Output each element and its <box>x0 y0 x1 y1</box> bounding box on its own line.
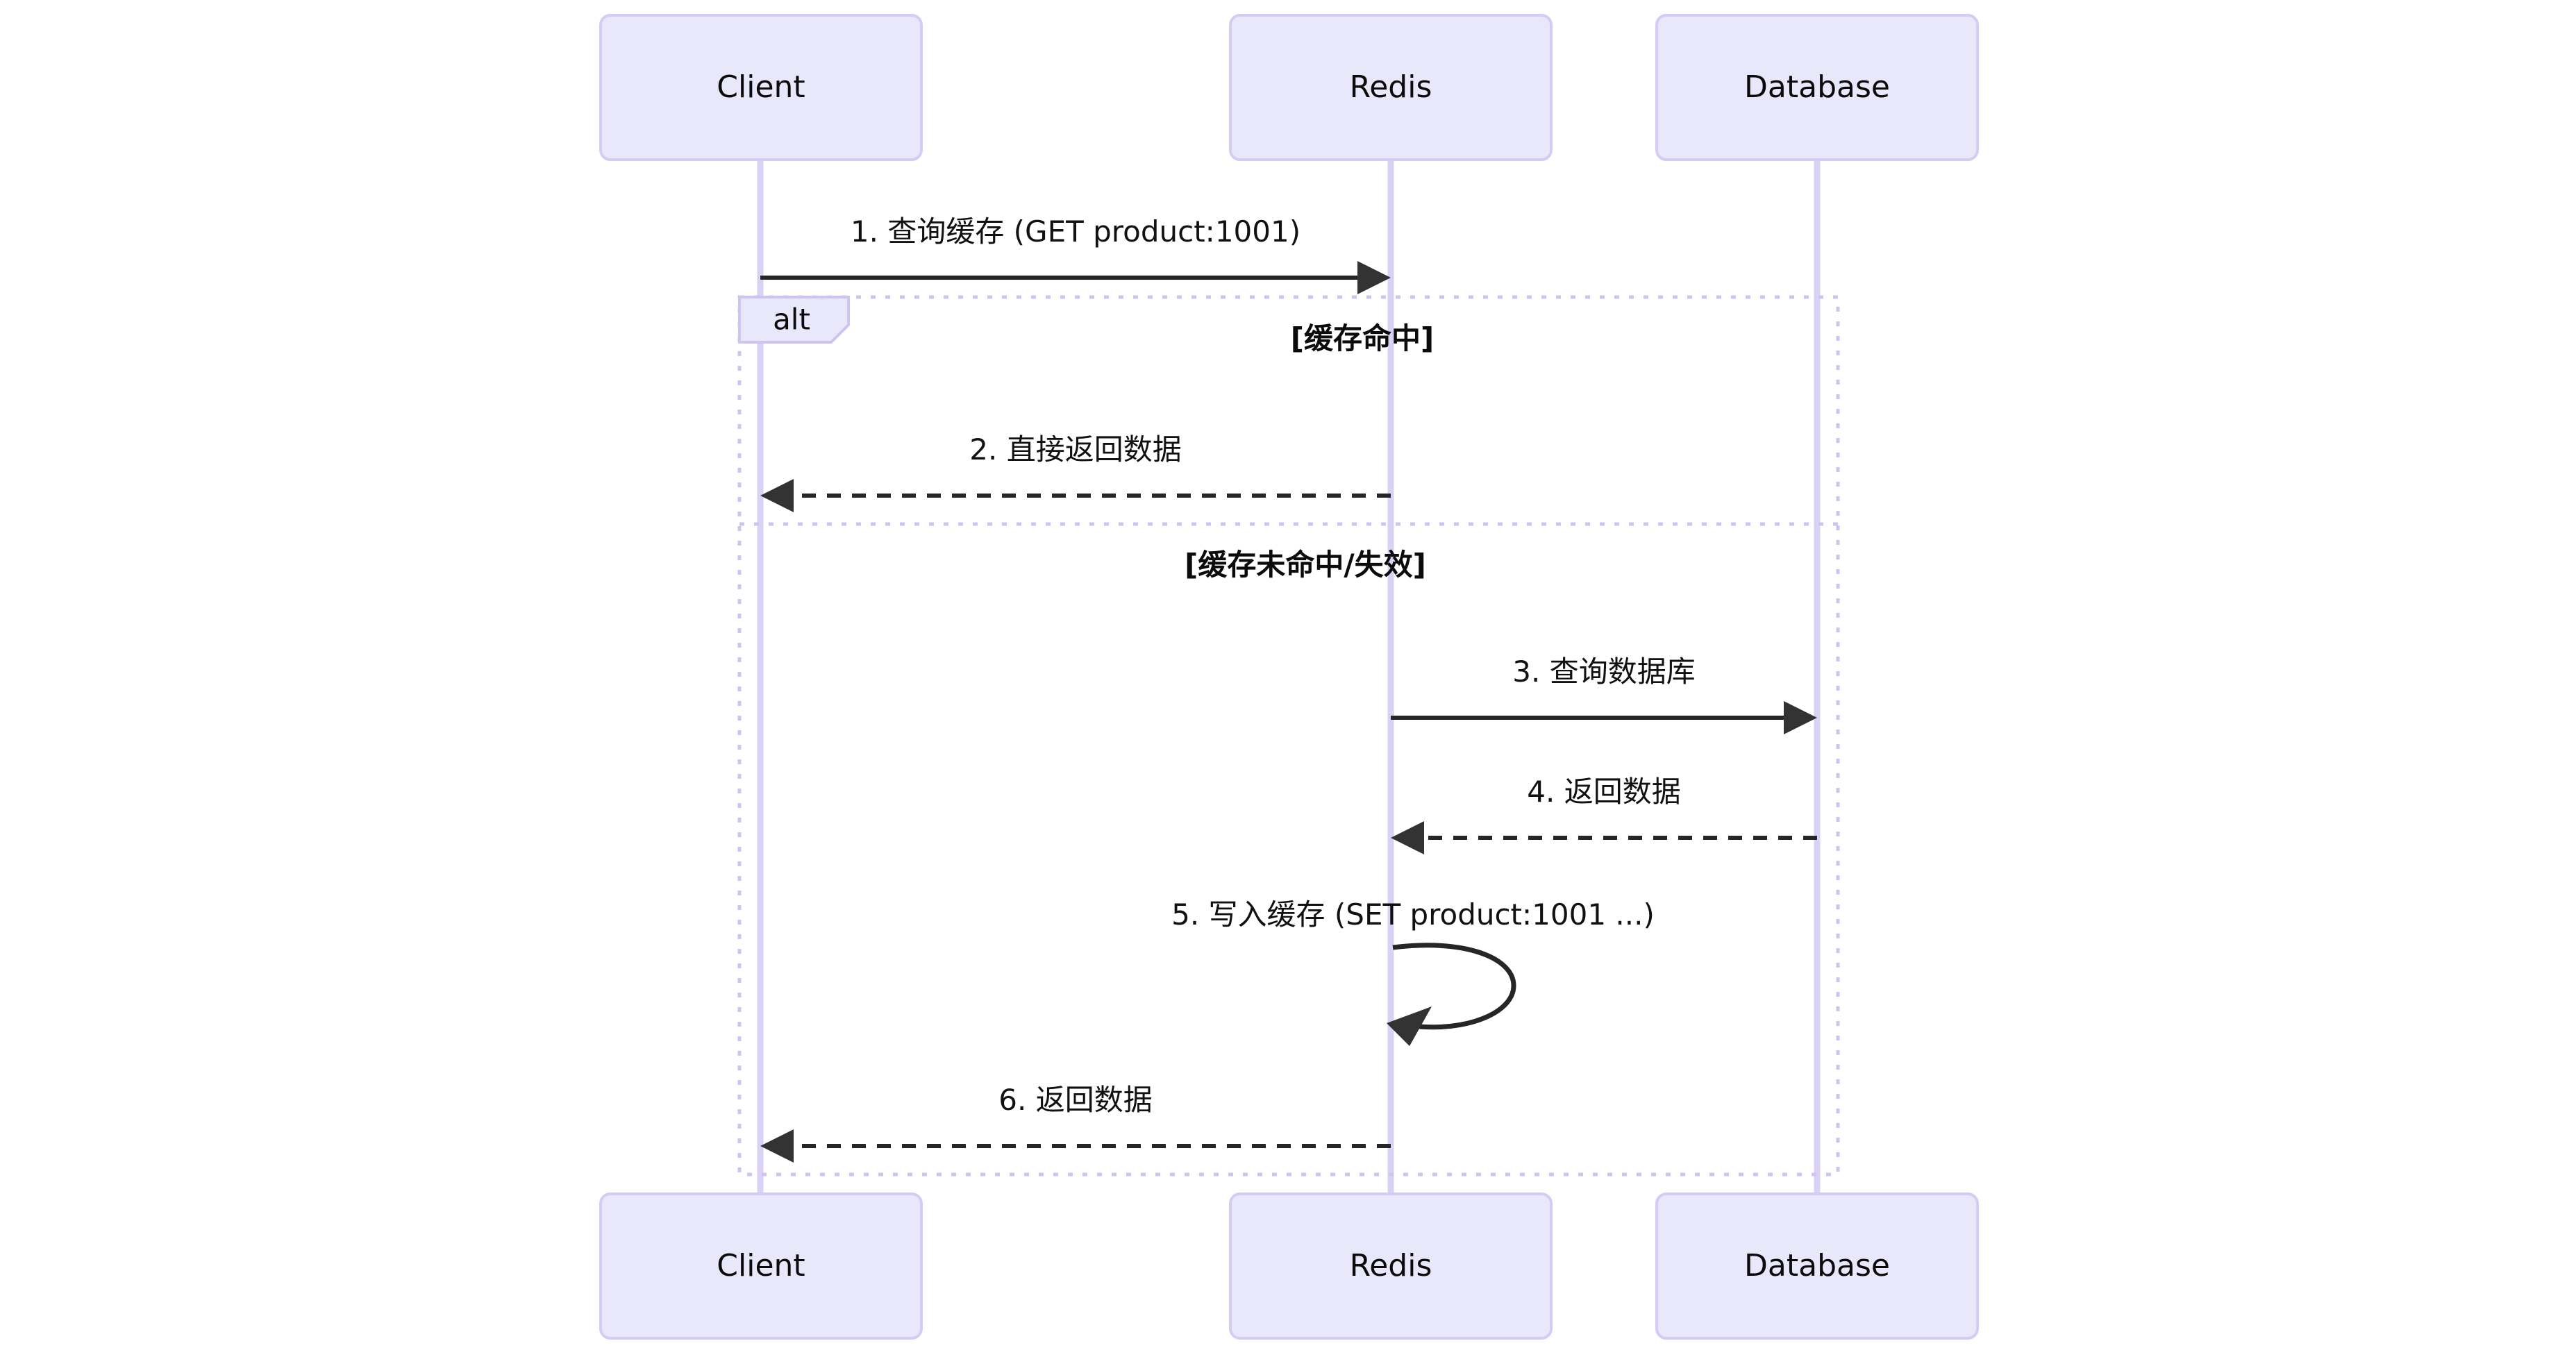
message-5-arrowhead <box>1387 1006 1432 1046</box>
actor-box-client-bottom[interactable] <box>599 1192 923 1340</box>
alt-block: alt [缓存命中] [缓存未命中/失效] <box>737 295 1840 1177</box>
actor-box-redis-top[interactable] <box>1229 14 1553 161</box>
actor-label-database-top: Database <box>1744 69 1890 105</box>
alt-condition-2: [缓存未命中/失效] <box>1185 548 1426 582</box>
actor-box-redis-bottom[interactable] <box>1229 1192 1553 1340</box>
actor-label-client-bottom: Client <box>717 1248 805 1283</box>
alt-tab-shape <box>738 296 850 344</box>
message-5-label: 5. 写入缓存 (SET product:1001 ...) <box>1171 897 1655 932</box>
actor-label-client-top: Client <box>717 69 805 105</box>
message-4: 4. 返回数据 <box>1391 775 1817 854</box>
message-3: 3. 查询数据库 <box>1391 655 1817 734</box>
message-1-arrowhead <box>1357 261 1391 294</box>
actor-box-database-top[interactable] <box>1655 14 1979 161</box>
alt-tab-label: alt <box>773 303 810 337</box>
message-4-arrowhead <box>1391 821 1424 854</box>
alt-condition-1: [缓存命中] <box>1291 321 1434 355</box>
message-2-label: 2. 直接返回数据 <box>969 432 1181 466</box>
message-1: 1. 查询缓存 (GET product:1001) <box>760 214 1391 294</box>
message-6-label: 6. 返回数据 <box>998 1083 1152 1117</box>
message-4-label: 4. 返回数据 <box>1527 775 1680 809</box>
actor-box-client-top[interactable] <box>599 14 923 161</box>
message-5: 5. 写入缓存 (SET product:1001 ...) <box>1171 897 1655 1046</box>
message-2-arrowhead <box>760 479 794 512</box>
message-3-arrowhead <box>1784 701 1817 734</box>
actor-label-redis-bottom: Redis <box>1350 1248 1432 1283</box>
message-3-label: 3. 查询数据库 <box>1512 655 1695 689</box>
message-6: 6. 返回数据 <box>760 1083 1391 1163</box>
actor-boxes-bottom: Client Redis Database <box>599 1192 1979 1340</box>
message-1-label: 1. 查询缓存 (GET product:1001) <box>851 214 1300 248</box>
alt-frame-outline <box>737 295 1840 1177</box>
actor-box-database-bottom[interactable] <box>1655 1192 1979 1340</box>
actor-label-redis-top: Redis <box>1350 69 1432 105</box>
message-2: 2. 直接返回数据 <box>760 432 1391 512</box>
actor-boxes-top: Client Redis Database <box>599 14 1979 161</box>
actor-label-database-bottom: Database <box>1744 1248 1890 1283</box>
message-6-arrowhead <box>760 1129 794 1163</box>
message-5-self-loop-arc <box>1392 943 1516 1030</box>
